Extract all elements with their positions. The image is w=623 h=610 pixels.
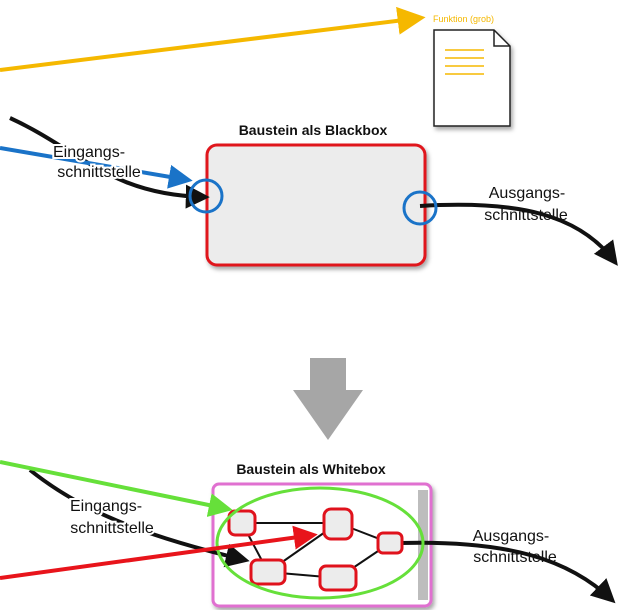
svg-text:Ausgangs-: Ausgangs- (473, 528, 550, 545)
blackbox-input-label: Eingangs- schnittstelle (51, 142, 143, 183)
whitebox-node (376, 531, 404, 555)
whitebox-node (249, 558, 287, 586)
whitebox-nodes (227, 507, 404, 592)
svg-text:Eingangs-: Eingangs- (53, 144, 125, 161)
svg-text:schnittstelle: schnittstelle (57, 164, 141, 181)
svg-text:schnittstelle: schnittstelle (484, 207, 568, 224)
document-label: Funktion (grob) (433, 14, 494, 24)
whitebox-output-label: Ausgangs- schnittstelle (473, 528, 557, 566)
red-arrow (0, 525, 318, 580)
whitebox-title: Baustein als Whitebox (236, 461, 386, 477)
whitebox-node (322, 507, 354, 541)
green-arrow (0, 460, 233, 517)
whitebox-node (318, 564, 358, 592)
document-icon (433, 29, 511, 127)
blackbox-box (205, 143, 427, 267)
blackbox-output-label: Ausgangs- schnittstelle (484, 185, 568, 224)
blackbox-input-arrow (9, 116, 210, 209)
svg-text:Ausgangs-: Ausgangs- (489, 185, 566, 202)
whitebox-ellipse (215, 486, 425, 600)
blackbox-output-arrow (419, 202, 618, 266)
whitebox-input-label: Eingangs- schnittstelle (68, 496, 156, 539)
svg-text:Eingangs-: Eingangs- (70, 498, 142, 515)
blackbox-output-circle (402, 190, 438, 226)
svg-text:schnittstelle: schnittstelle (70, 520, 154, 537)
blue-arrow (0, 146, 193, 189)
document-lines (445, 49, 484, 75)
blackbox-title: Baustein als Blackbox (239, 122, 388, 138)
blackbox-input-circle (188, 178, 224, 214)
whitebox-node (227, 509, 257, 537)
whitebox-output-arrow (399, 540, 616, 604)
yellow-arrow (0, 6, 426, 72)
svg-text:schnittstelle: schnittstelle (473, 549, 557, 566)
down-arrow-icon (293, 358, 363, 440)
